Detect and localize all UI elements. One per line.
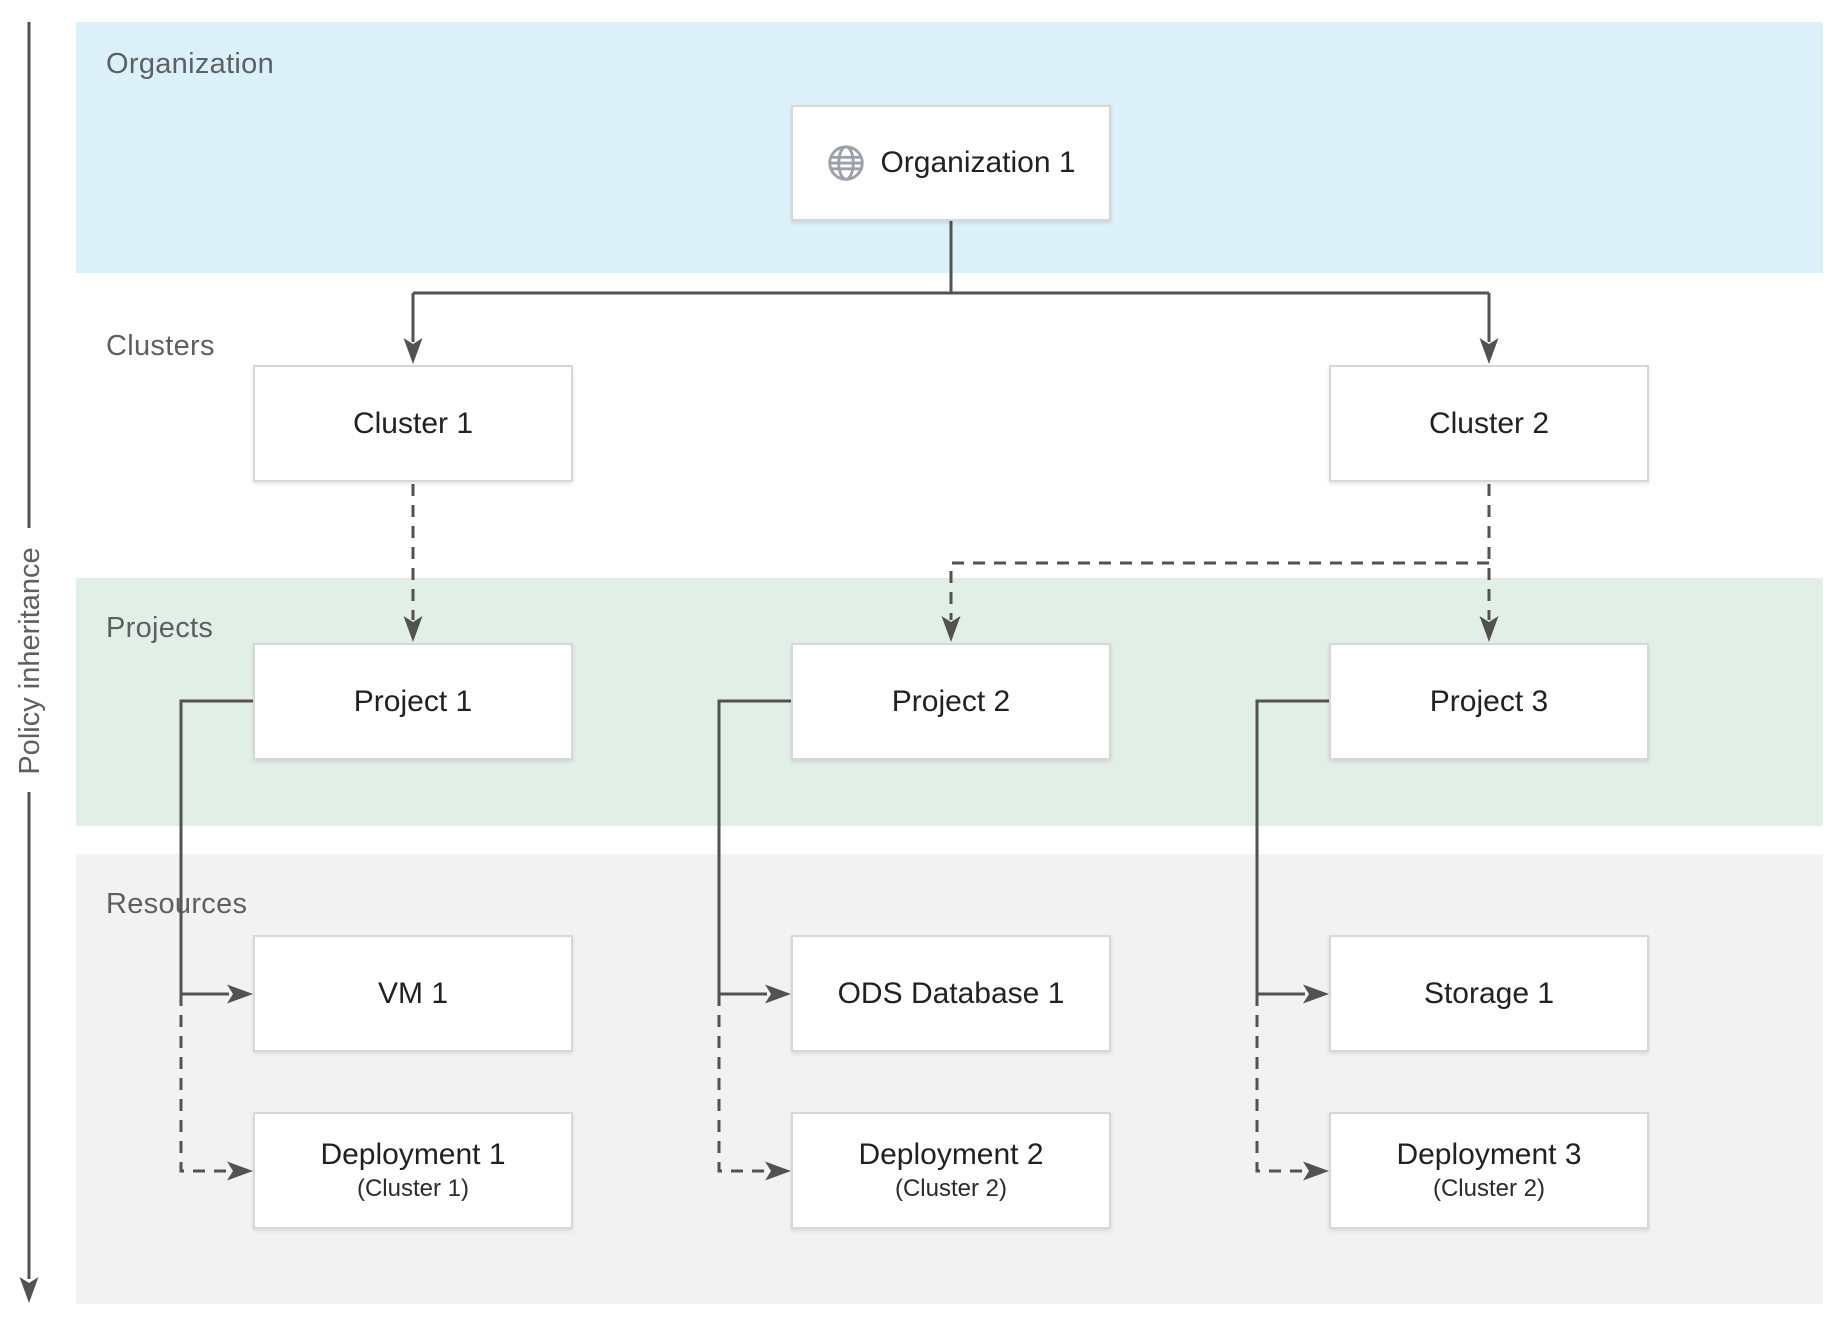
arrowhead-cluster1 [403,338,423,364]
node-label: ODS Database 1 [837,976,1065,1010]
edge-project2-to-deployment2 [717,994,767,1173]
arrowhead-deployment3 [1303,1161,1329,1181]
node-label: Cluster 1 [352,406,474,440]
node-ods-database-1: ODS Database 1 [791,935,1111,1052]
node-label: Deployment 3 [1396,1138,1582,1172]
arrowhead-ods [765,984,791,1004]
arrowhead-storage1 [1303,984,1329,1004]
edge-project3-to-deployment3 [1255,994,1305,1173]
node-cluster-1: Cluster 1 [253,365,573,482]
edge-project3-to-storage1 [1255,699,1329,996]
node-label: Deployment 1 [320,1138,506,1172]
node-organization-1: Organization 1 [791,105,1111,221]
node-deployment-1: Deployment 1 (Cluster 1) [253,1112,573,1229]
edge-project1-to-vm1 [179,699,253,996]
node-label: VM 1 [377,976,449,1010]
band-label-organization: Organization [106,48,275,80]
node-label: Cluster 2 [1428,406,1550,440]
arrowhead-project1 [403,616,423,642]
node-sublabel: (Cluster 1) [356,1174,470,1202]
node-project-2: Project 2 [791,643,1111,760]
arrowhead-vm1 [227,984,253,1004]
node-sublabel: (Cluster 2) [1432,1174,1546,1202]
arrowhead-cluster2 [1479,338,1499,364]
edge-project1-to-deployment1 [179,994,229,1173]
band-label-resources: Resources [106,888,248,920]
edge-cluster2-to-project2 [949,561,1489,620]
node-sublabel: (Cluster 2) [894,1174,1008,1202]
edge-project2-to-ods [717,699,791,996]
node-deployment-3: Deployment 3 (Cluster 2) [1329,1112,1649,1229]
edge-org-to-clusters [411,221,1491,342]
globe-icon [828,145,865,181]
node-label: Project 3 [1429,684,1549,718]
arrowhead-deployment2 [765,1161,791,1181]
arrowhead-project3 [1479,616,1499,642]
arrowhead-deployment1 [227,1161,253,1181]
node-label: Organization 1 [880,146,1076,179]
node-project-3: Project 3 [1329,643,1649,760]
node-label: Deployment 2 [858,1138,1044,1172]
band-label-projects: Projects [106,612,214,644]
arrowhead-axis [19,1277,39,1303]
band-label-clusters: Clusters [106,330,215,362]
node-deployment-2: Deployment 2 (Cluster 2) [791,1112,1111,1229]
node-storage-1: Storage 1 [1329,935,1649,1052]
node-label: Storage 1 [1423,976,1555,1010]
node-label: Project 1 [353,684,473,718]
band-resources [76,854,1823,1304]
arrowhead-project2 [941,616,961,642]
node-vm-1: VM 1 [253,935,573,1052]
node-label: Project 2 [891,684,1011,718]
node-project-1: Project 1 [253,643,573,760]
node-cluster-2: Cluster 2 [1329,365,1649,482]
